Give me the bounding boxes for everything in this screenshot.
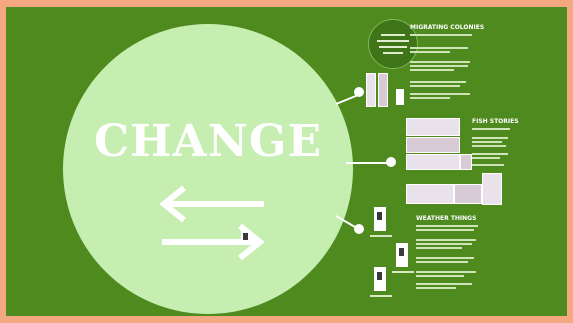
photo-2: [378, 73, 388, 107]
grid-photo-1: [406, 118, 460, 136]
photo-1: [366, 73, 376, 107]
slide-canvas: CHANGE MIGRATING COLONIES: [6, 7, 567, 316]
connector-dot-top: [354, 87, 364, 97]
arrow-right-icon: [162, 223, 265, 261]
weather-photo-3: [374, 267, 386, 291]
photo-3: [396, 89, 404, 105]
grid-photo-6: [454, 184, 482, 204]
section-heading-1: MIGRATING COLONIES: [410, 24, 485, 31]
grid-photo-7: [482, 173, 502, 205]
section-heading-3: WEATHER THINGS: [416, 215, 477, 222]
grid-photo-2: [406, 137, 460, 153]
connector-middle: [346, 162, 391, 164]
arrow-thumbnail: [241, 230, 251, 244]
weather-photo-2: [396, 243, 408, 267]
connector-dot-middle: [386, 157, 396, 167]
grid-photo-5: [406, 184, 454, 204]
weather-photo-1: [374, 207, 386, 231]
connector-dot-bottom: [354, 224, 364, 234]
main-circle: CHANGE: [63, 24, 353, 314]
grid-photo-3: [406, 154, 460, 170]
small-circle-frame: [368, 19, 418, 69]
arrow-left-icon: [159, 185, 264, 223]
slide-title: CHANGE: [93, 116, 323, 167]
section-heading-2: FISH STORIES: [472, 118, 519, 125]
grid-photo-4: [460, 154, 472, 170]
